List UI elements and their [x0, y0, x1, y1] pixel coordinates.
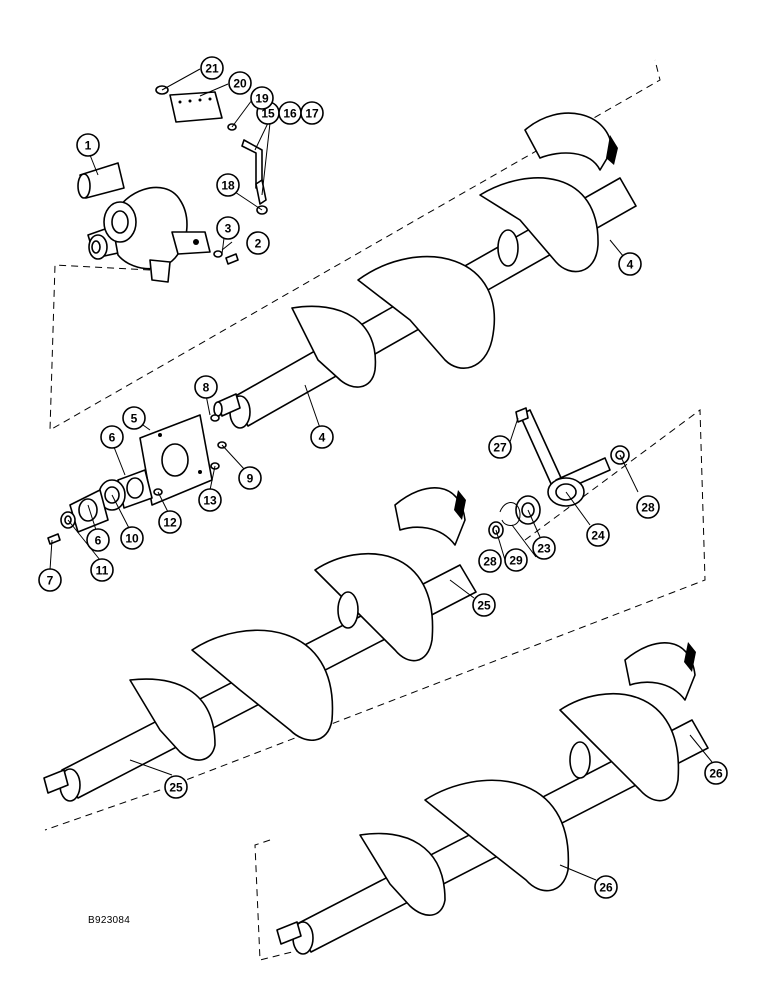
svg-text:16: 16	[283, 107, 297, 121]
gearbox-hardware	[155, 85, 268, 265]
svg-text:15: 15	[261, 107, 275, 121]
callout-20: 20	[228, 71, 252, 95]
callout-25-lower: 25	[164, 775, 188, 799]
callout-4-upper: 4	[618, 252, 642, 276]
callout-16: 16	[278, 101, 302, 125]
callout-9: 9	[238, 466, 262, 490]
svg-text:2: 2	[255, 237, 262, 251]
svg-text:25: 25	[477, 599, 491, 613]
callout-5: 5	[122, 406, 146, 430]
bearing-plate-hardware	[47, 414, 227, 545]
callout-28-left: 28	[478, 549, 502, 573]
svg-text:18: 18	[221, 179, 235, 193]
svg-text:28: 28	[483, 555, 497, 569]
middle-auger-shaft	[43, 487, 477, 802]
callout-1: 1	[76, 133, 100, 157]
svg-text:4: 4	[319, 431, 326, 445]
svg-text:27: 27	[493, 441, 507, 455]
callout-4-lower: 4	[310, 425, 334, 449]
callout-21: 21	[200, 56, 224, 80]
callout-18: 18	[216, 173, 240, 197]
svg-text:1: 1	[85, 139, 92, 153]
svg-text:6: 6	[95, 534, 102, 548]
dashed-group-boundaries	[44, 59, 706, 961]
callout-6-upper: 6	[100, 425, 124, 449]
svg-text:11: 11	[96, 564, 109, 578]
svg-text:19: 19	[255, 92, 269, 106]
callout-24: 24	[586, 523, 610, 547]
svg-text:29: 29	[509, 554, 523, 568]
right-bearing-bracket	[488, 407, 630, 539]
gearbox-assembly	[77, 162, 211, 283]
svg-text:17: 17	[305, 107, 319, 121]
callout-13: 13	[198, 488, 222, 512]
lower-auger-shaft	[276, 642, 709, 955]
callout-12: 12	[158, 510, 182, 534]
callout-7: 7	[38, 568, 62, 592]
callout-8: 8	[194, 375, 218, 399]
svg-text:6: 6	[109, 431, 116, 445]
svg-text:12: 12	[163, 516, 177, 530]
callout-26-upper: 26	[704, 761, 728, 785]
callout-25-upper: 25	[472, 593, 496, 617]
svg-text:26: 26	[709, 767, 723, 781]
callout-23: 23	[532, 536, 556, 560]
callout-29: 29	[504, 548, 528, 572]
callout-11: 11	[90, 558, 114, 582]
svg-text:4: 4	[627, 258, 634, 272]
svg-text:21: 21	[205, 62, 219, 76]
callout-3: 3	[216, 216, 240, 240]
callout-19: 19	[250, 86, 274, 110]
svg-text:25: 25	[169, 781, 183, 795]
leader-lines	[49, 68, 713, 881]
callout-17: 17	[300, 101, 324, 125]
svg-text:7: 7	[47, 574, 54, 588]
svg-text:20: 20	[233, 77, 247, 91]
callout-26-lower: 26	[594, 875, 618, 899]
svg-text:13: 13	[203, 494, 217, 508]
upper-auger-shaft	[213, 112, 637, 429]
callout-2: 2	[246, 231, 270, 255]
callout-10: 10	[120, 526, 144, 550]
callout-6-lower: 6	[86, 528, 110, 552]
svg-text:24: 24	[591, 529, 605, 543]
svg-text:8: 8	[203, 381, 210, 395]
svg-text:3: 3	[225, 222, 232, 236]
svg-text:9: 9	[247, 472, 254, 486]
svg-text:23: 23	[537, 542, 551, 556]
callout-27: 27	[488, 435, 512, 459]
svg-text:10: 10	[125, 532, 139, 546]
svg-text:5: 5	[131, 412, 138, 426]
drawing-code: B923084	[88, 915, 131, 926]
callout-28-right: 28	[636, 495, 660, 519]
svg-text:28: 28	[641, 501, 655, 515]
svg-text:26: 26	[599, 881, 613, 895]
